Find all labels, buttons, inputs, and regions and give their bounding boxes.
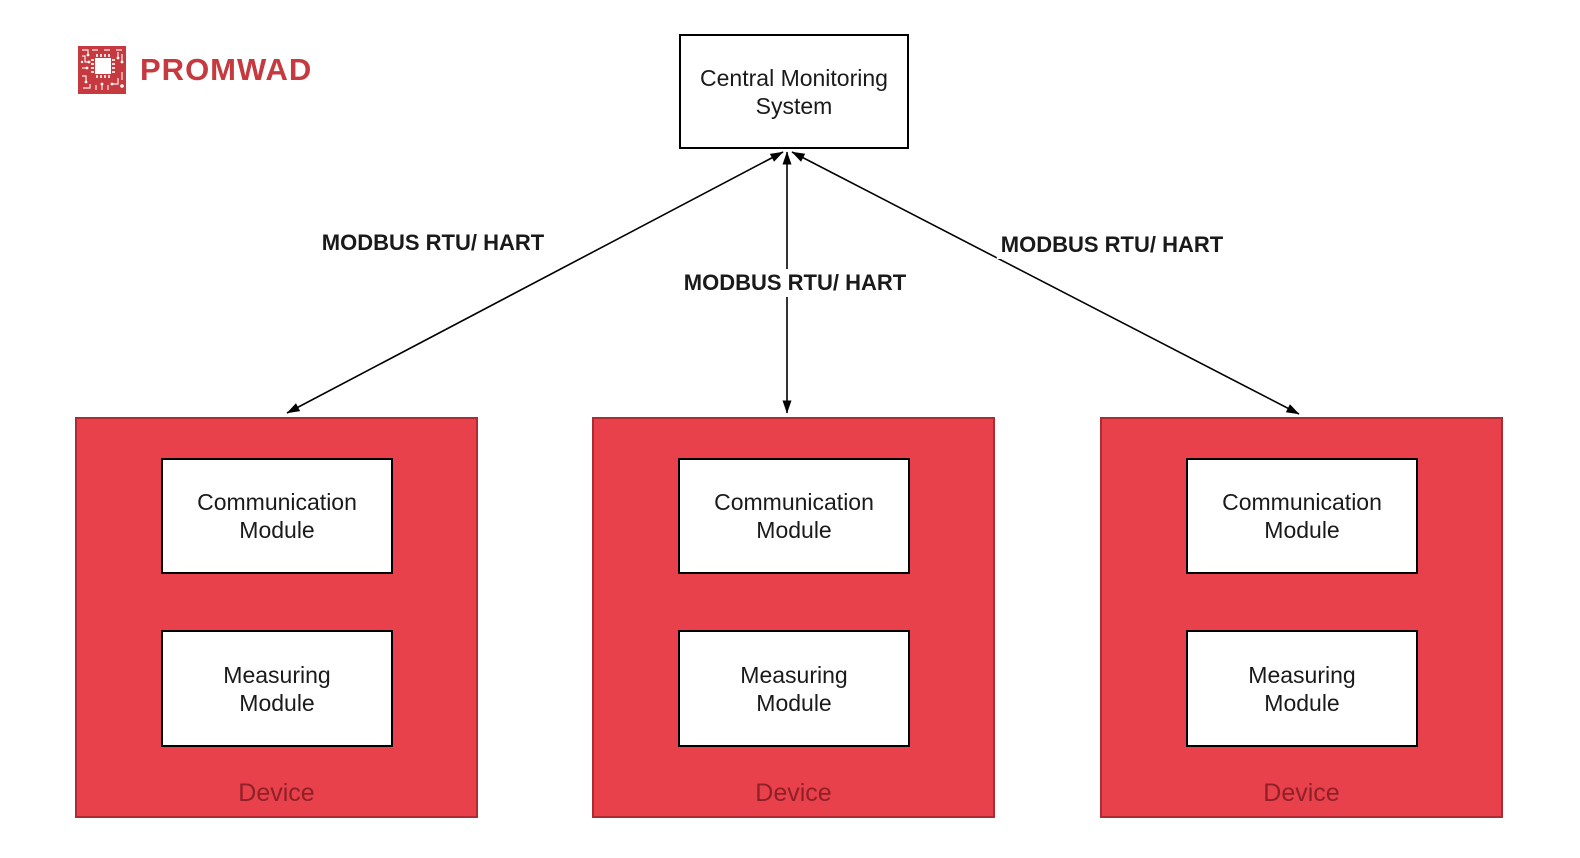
communication-module-label: Communication Module — [197, 489, 357, 543]
brand-name: PROMWAD — [140, 52, 313, 87]
central-monitoring-system-box: Central Monitoring System — [679, 34, 909, 149]
measuring-module-label: Measuring Module — [1248, 661, 1356, 716]
communication-module-label: Communication Module — [714, 489, 874, 543]
measuring-module-box: Measuring Module — [1186, 630, 1418, 747]
device-box-2: Communication Module Measuring Module De… — [592, 417, 995, 818]
device-label: Device — [1263, 779, 1340, 807]
device-label: Device — [238, 779, 315, 807]
connection-label-3: MODBUS RTU/ HART — [996, 231, 1228, 259]
communication-module-box: Communication Module — [161, 458, 393, 574]
device-box-3: Communication Module Measuring Module De… — [1100, 417, 1503, 818]
communication-module-label: Communication Module — [1222, 489, 1382, 543]
measuring-module-label: Measuring Module — [740, 661, 848, 716]
connection-label-2: MODBUS RTU/ HART — [679, 269, 911, 297]
device-box-1: Communication Module Measuring Module De… — [75, 417, 478, 818]
communication-module-box: Communication Module — [1186, 458, 1418, 574]
device-label: Device — [755, 779, 832, 807]
promwad-logo: PROMWAD — [78, 46, 312, 94]
measuring-module-box: Measuring Module — [161, 630, 393, 747]
measuring-module-box: Measuring Module — [678, 630, 910, 747]
connection-label-1: MODBUS RTU/ HART — [317, 229, 549, 257]
communication-module-box: Communication Module — [678, 458, 910, 574]
circuit-chip-icon — [78, 46, 126, 94]
measuring-module-label: Measuring Module — [223, 661, 331, 716]
central-monitoring-system-label: Central Monitoring System — [700, 64, 888, 119]
